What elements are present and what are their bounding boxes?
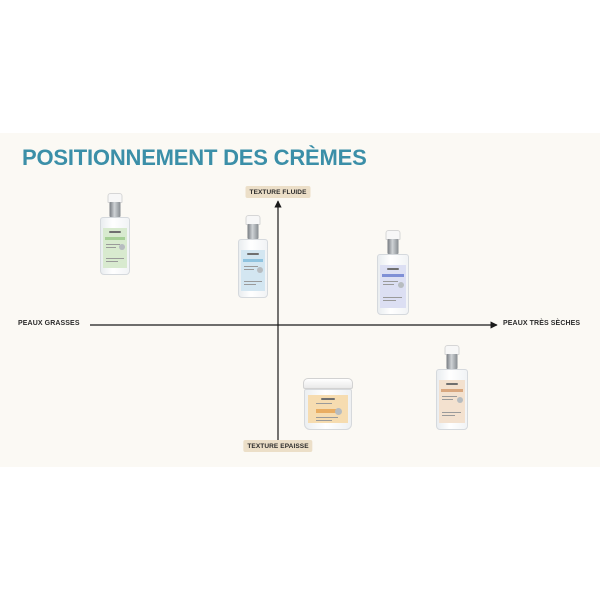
brand-logo-mark [247, 253, 259, 255]
label-text-line [316, 403, 332, 404]
pump-bottle-icon [238, 215, 268, 298]
label-text-line [383, 284, 394, 285]
bottle-body [377, 254, 409, 315]
bottle-body [100, 217, 130, 275]
label-text-line [442, 412, 461, 413]
bottle-collar [109, 202, 121, 217]
bottle-body [436, 369, 468, 430]
label-text-line [244, 266, 258, 267]
label-text-line [106, 261, 118, 262]
bottle-label [380, 265, 406, 308]
brand-logo-mark [387, 268, 399, 270]
bottle-label [439, 380, 465, 423]
label-text-line [383, 281, 398, 282]
seal-icon [257, 267, 263, 273]
label-text-line [244, 284, 256, 285]
seal-icon [119, 244, 125, 250]
bottle-label [241, 250, 265, 291]
label-text-line [383, 300, 396, 301]
label-text-line [442, 396, 457, 397]
brand-logo-mark [321, 398, 335, 400]
label-text-line [442, 399, 453, 400]
jar-icon [303, 378, 353, 430]
jar-body [304, 389, 352, 430]
label-color-band [441, 389, 463, 392]
seal-icon [335, 408, 342, 415]
page-title: POSITIONNEMENT DES CRÈMES [22, 145, 367, 170]
bottle-collar [387, 239, 399, 254]
jar-label [308, 395, 348, 423]
bottle-collar [247, 224, 259, 239]
label-text-line [442, 415, 455, 416]
label-text-line [316, 417, 338, 418]
label-text-line [106, 244, 120, 245]
label-color-band [316, 409, 340, 413]
bottle-body [238, 239, 268, 298]
label-text-line [244, 281, 262, 282]
bottle-label [103, 228, 127, 268]
pump-bottle-icon [377, 230, 409, 315]
label-text-line [106, 247, 116, 248]
axis-label-top: TEXTURE FLUIDE [245, 186, 311, 198]
seal-icon [398, 282, 404, 288]
seal-icon [457, 397, 463, 403]
axis-label-left: PEAUX GRASSES [18, 320, 80, 327]
pump-bottle-icon [436, 345, 468, 430]
label-text-line [244, 269, 254, 270]
label-text-line [316, 420, 332, 421]
label-text-line [383, 297, 402, 298]
label-color-band [243, 259, 263, 262]
label-text-line [106, 258, 124, 259]
brand-logo-mark [109, 231, 121, 233]
label-color-band [382, 274, 404, 277]
axis-label-right: PEAUX TRÈS SÈCHES [503, 320, 581, 327]
brand-logo-mark [446, 383, 458, 385]
bottle-collar [446, 354, 458, 369]
axis-label-bottom: TEXTURE EPAISSE [243, 440, 313, 452]
pump-bottle-icon [100, 193, 130, 275]
label-color-band [105, 237, 125, 240]
jar-lid [303, 378, 353, 389]
